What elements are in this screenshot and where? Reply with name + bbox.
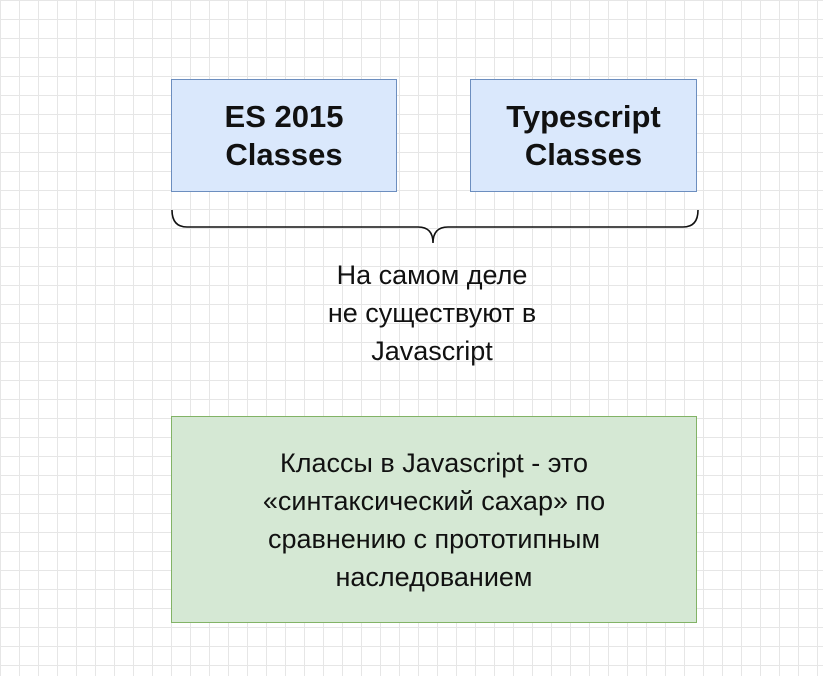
es2015-classes-label: ES 2015 Classes xyxy=(225,98,344,174)
curly-brace-path xyxy=(171,209,699,244)
typescript-line-2: Classes xyxy=(524,136,643,172)
syntactic-sugar-note-text: Классы в Javascript - это «синтаксически… xyxy=(263,444,605,596)
typescript-classes-label: Typescript Classes xyxy=(506,98,660,174)
es2015-line-1: ES 2015 xyxy=(224,98,344,134)
es2015-classes-box: ES 2015 Classes xyxy=(171,79,397,192)
syntactic-sugar-note-box: Классы в Javascript - это «синтаксически… xyxy=(171,416,697,623)
brace-caption: На самом деле не существуют в Javascript xyxy=(232,256,632,370)
typescript-line-1: Typescript xyxy=(506,98,661,134)
note-line-4: наследованием xyxy=(335,561,533,592)
typescript-classes-box: Typescript Classes xyxy=(470,79,697,192)
curly-brace-connector xyxy=(171,209,699,244)
brace-caption-line-1: На самом деле xyxy=(336,260,528,290)
es2015-line-2: Classes xyxy=(225,136,343,172)
note-line-3: сравнению с прототипным xyxy=(267,523,601,554)
note-line-1: Классы в Javascript - это xyxy=(279,447,589,478)
note-line-2: «синтаксический сахар» по xyxy=(262,485,606,516)
brace-caption-line-3: Javascript xyxy=(371,336,493,366)
brace-caption-line-2: не существуют в xyxy=(327,298,537,328)
